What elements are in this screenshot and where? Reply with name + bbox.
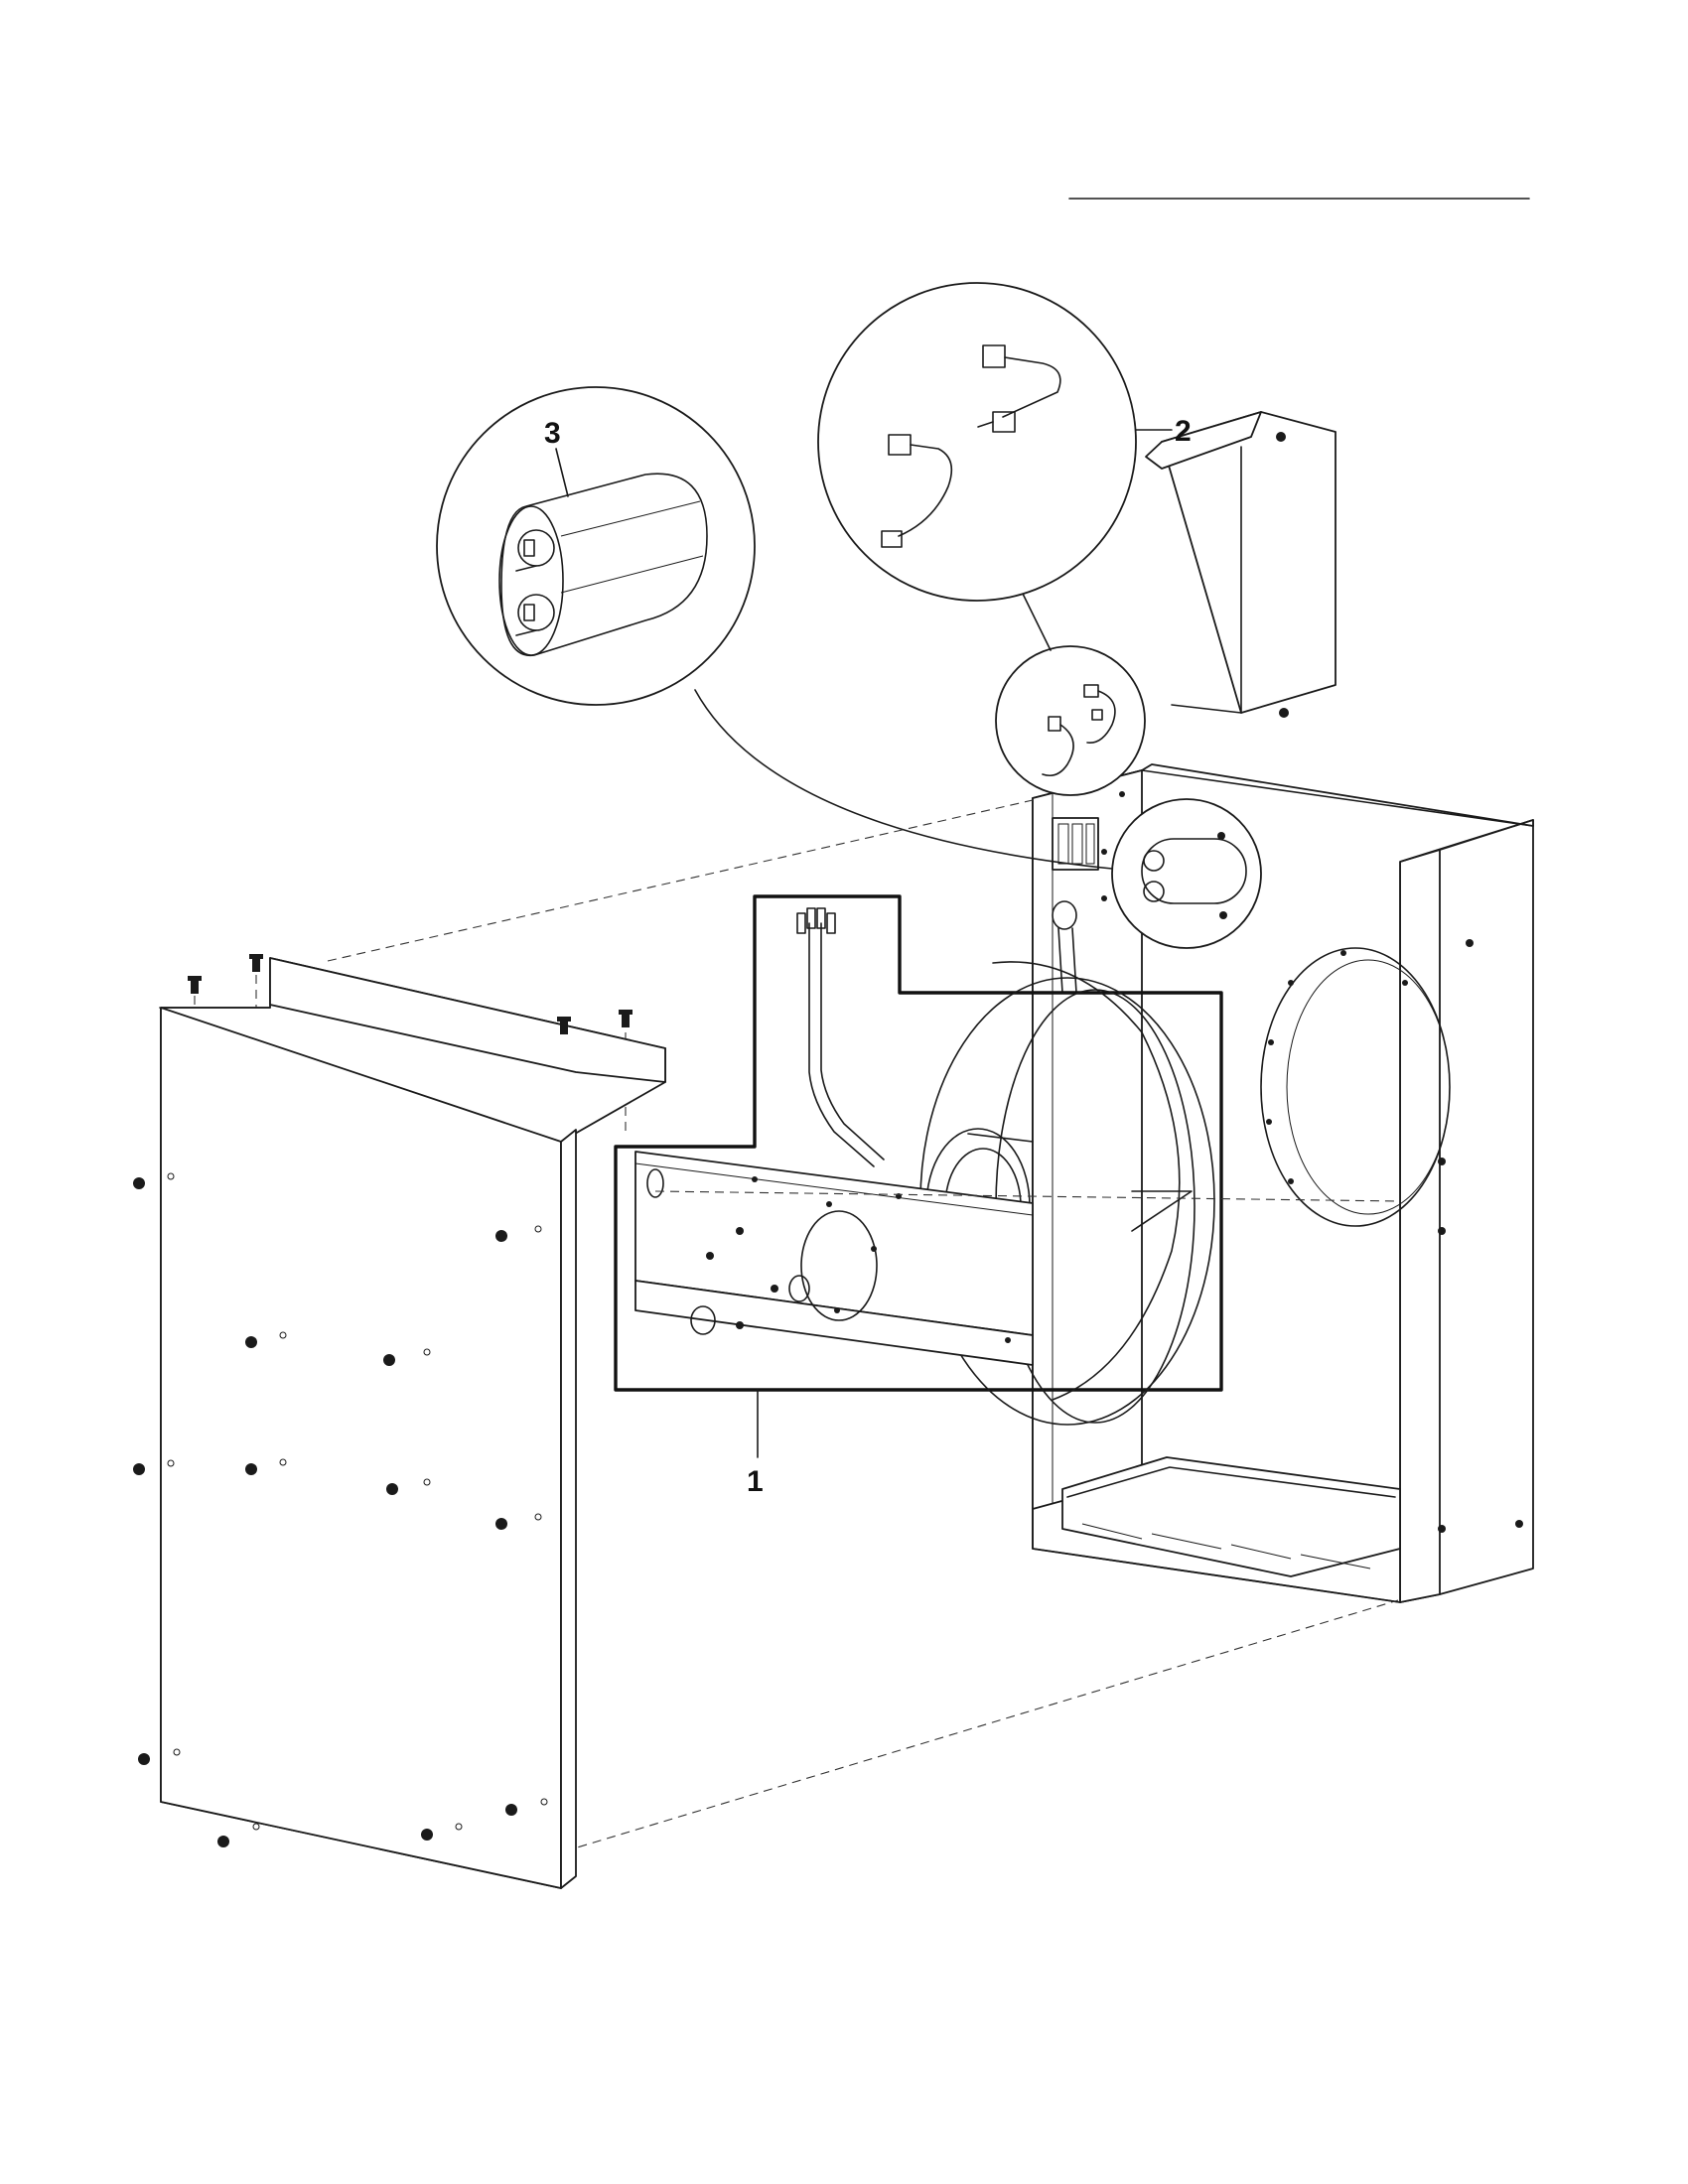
cable-terminals bbox=[796, 907, 836, 934]
capacitor-detail-circle bbox=[436, 386, 756, 706]
wire-harness-location-circle bbox=[995, 645, 1146, 796]
blower-panel-screws bbox=[706, 1176, 1011, 1343]
contactor-block bbox=[1052, 817, 1099, 871]
wire-harness-detail-circle bbox=[817, 282, 1137, 602]
capacitor-terminals bbox=[515, 529, 555, 636]
top-panel-screws bbox=[188, 954, 633, 1034]
control-cover bbox=[1145, 411, 1336, 718]
capacitor-location-circle bbox=[1111, 798, 1262, 949]
front-panel-holes bbox=[167, 1172, 548, 1831]
cabinet-rear bbox=[1032, 763, 1534, 1603]
callout-2: 2 bbox=[1175, 415, 1192, 448]
outlet-ring-screws bbox=[1266, 950, 1408, 1184]
callout-3: 3 bbox=[544, 417, 561, 450]
blower-assembly-frame bbox=[614, 894, 1223, 1426]
callout-1: 1 bbox=[747, 1465, 764, 1498]
front-panel-screws bbox=[133, 1177, 517, 1847]
front-access-panel bbox=[133, 954, 666, 1889]
leader-line-3 bbox=[694, 689, 1113, 870]
leader-line-2 bbox=[1022, 593, 1052, 651]
